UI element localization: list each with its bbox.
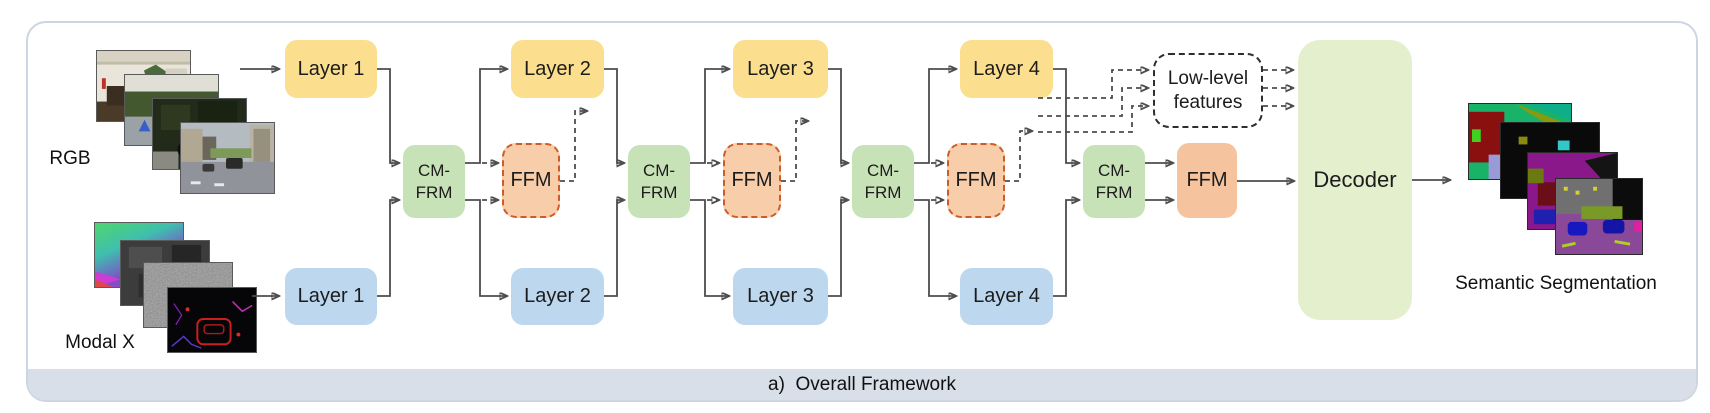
- modal-layer-4: Layer 4: [960, 268, 1053, 325]
- ffm-1: FFM: [502, 143, 560, 218]
- rgb-image-4: [180, 122, 275, 194]
- segmentation-image-4: [1555, 178, 1643, 255]
- cm-frm-2: CM-FRM: [628, 145, 690, 218]
- rgb-layer-2: Layer 2: [511, 40, 604, 98]
- rgb-layer-1: Layer 1: [285, 40, 377, 98]
- cm-frm-3-label: CM-FRM: [864, 161, 902, 202]
- modal-layer-3: Layer 3: [733, 268, 828, 325]
- modal-layer-1: Layer 1: [285, 268, 377, 325]
- ffm-4: FFM: [1177, 143, 1237, 218]
- cm-frm-4-label: CM-FRM: [1095, 161, 1133, 202]
- ffm-2: FFM: [723, 143, 781, 218]
- cm-frm-1: CM-FRM: [403, 145, 465, 218]
- rgb-input-label: RGB: [49, 148, 91, 169]
- rgb-layer-4: Layer 4: [960, 40, 1053, 98]
- rgb-layer-3: Layer 3: [733, 40, 828, 98]
- decoder-box: Decoder: [1298, 40, 1412, 320]
- caption-bar: a) Overall Framework: [28, 369, 1696, 400]
- cm-frm-2-label: CM-FRM: [640, 161, 678, 202]
- low-level-features-box: Low-level features: [1153, 53, 1263, 128]
- cm-frm-4: CM-FRM: [1083, 145, 1145, 218]
- modal-input-label: Modal X: [65, 332, 135, 353]
- output-label: Semantic Segmentation: [1455, 273, 1657, 294]
- modal-image-4: [167, 287, 257, 353]
- caption-text: a) Overall Framework: [768, 373, 956, 395]
- modal-layer-2: Layer 2: [511, 268, 604, 325]
- cm-frm-1-label: CM-FRM: [415, 161, 453, 202]
- ffm-3: FFM: [947, 143, 1005, 218]
- cm-frm-3: CM-FRM: [852, 145, 914, 218]
